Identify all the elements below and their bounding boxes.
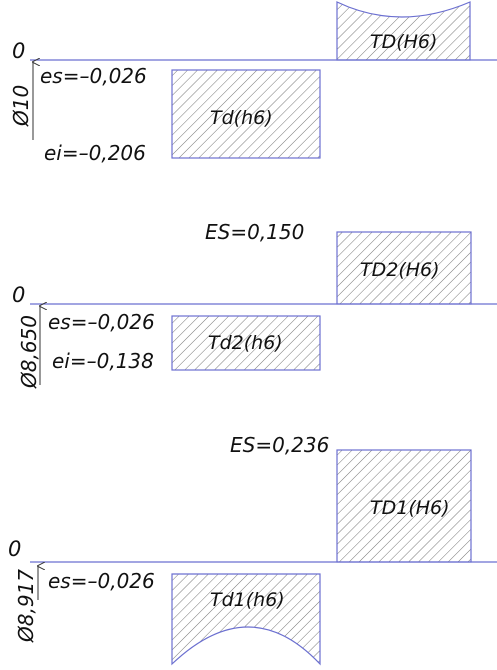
panel-3: 0 TD1(H6) ES=0,236 Td1(h6) es=–0,026 Ø8,… [8, 433, 497, 666]
shaft-tolerance-field [171, 573, 321, 666]
shaft-field-label: Td2(h6) [208, 332, 283, 354]
shaft-es-label: es=–0,026 [40, 64, 147, 88]
hole-tolerance-field [336, 1, 471, 61]
hole-ES-label: ES=0,150 [205, 220, 304, 244]
diameter-label: Ø8,917 [14, 569, 38, 643]
hole-field-label: TD(H6) [370, 31, 437, 53]
panel-1: 0 TD(H6) Td(h6) es=–0,026 ei=–0,206 Ø10 [9, 1, 497, 165]
shaft-es-label: es=–0,026 [48, 310, 155, 334]
shaft-ei-label: ei=–0,138 [52, 349, 154, 373]
shaft-es-label: es=–0,026 [48, 569, 155, 593]
zero-label: 0 [12, 39, 25, 63]
hole-field-label: TD1(H6) [370, 497, 450, 519]
shaft-field-label: Td(h6) [210, 107, 273, 129]
zero-label: 0 [8, 537, 21, 561]
hole-tolerance-field [336, 449, 472, 563]
shaft-field-label: Td1(h6) [210, 589, 285, 611]
hole-tolerance-field [336, 231, 472, 305]
shaft-tolerance-field [171, 315, 321, 371]
shaft-tolerance-field [171, 69, 321, 159]
panel-2: 0 TD2(H6) ES=0,150 Td2(h6) es=–0,026 ei=… [12, 220, 497, 389]
shaft-ei-label: ei=–0,206 [44, 141, 146, 165]
hole-ES-label: ES=0,236 [230, 433, 329, 457]
diameter-label: Ø10 [9, 85, 33, 127]
zero-label: 0 [12, 283, 25, 307]
hole-field-label: TD2(H6) [360, 259, 440, 281]
diameter-label: Ø8,650 [17, 315, 41, 389]
